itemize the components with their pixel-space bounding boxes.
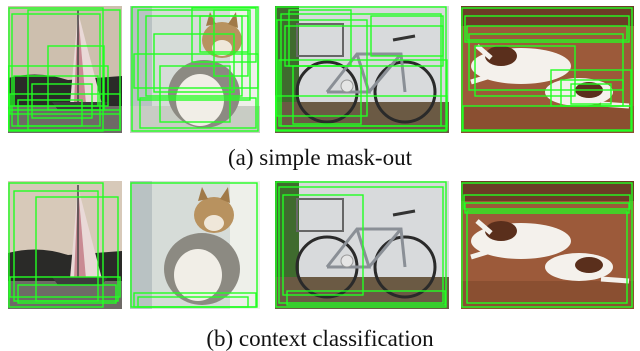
detection-boxes [461, 7, 633, 132]
bicycle-image-a [275, 6, 449, 133]
caption-a: (a) simple mask-out [228, 145, 412, 170]
cat-image-b [130, 181, 260, 309]
sailboat-image-a [8, 6, 122, 133]
row-a: (a) simple mask-out [0, 0, 640, 175]
bicycle-image-b [275, 181, 449, 309]
dog-image-b [461, 181, 634, 309]
caption-b: (b) context classification [206, 326, 434, 351]
detection-boxes [130, 182, 258, 308]
detection-boxes [275, 181, 447, 308]
detection-boxes [461, 182, 633, 308]
detection-boxes [8, 182, 121, 308]
dog-image-a [461, 6, 634, 133]
detection-boxes [275, 6, 448, 132]
row-b: (b) context classification [0, 175, 640, 351]
sailboat-image-b [8, 181, 122, 309]
detection-boxes [8, 7, 121, 132]
detection-boxes [131, 6, 259, 132]
cat-image-a [130, 6, 260, 133]
